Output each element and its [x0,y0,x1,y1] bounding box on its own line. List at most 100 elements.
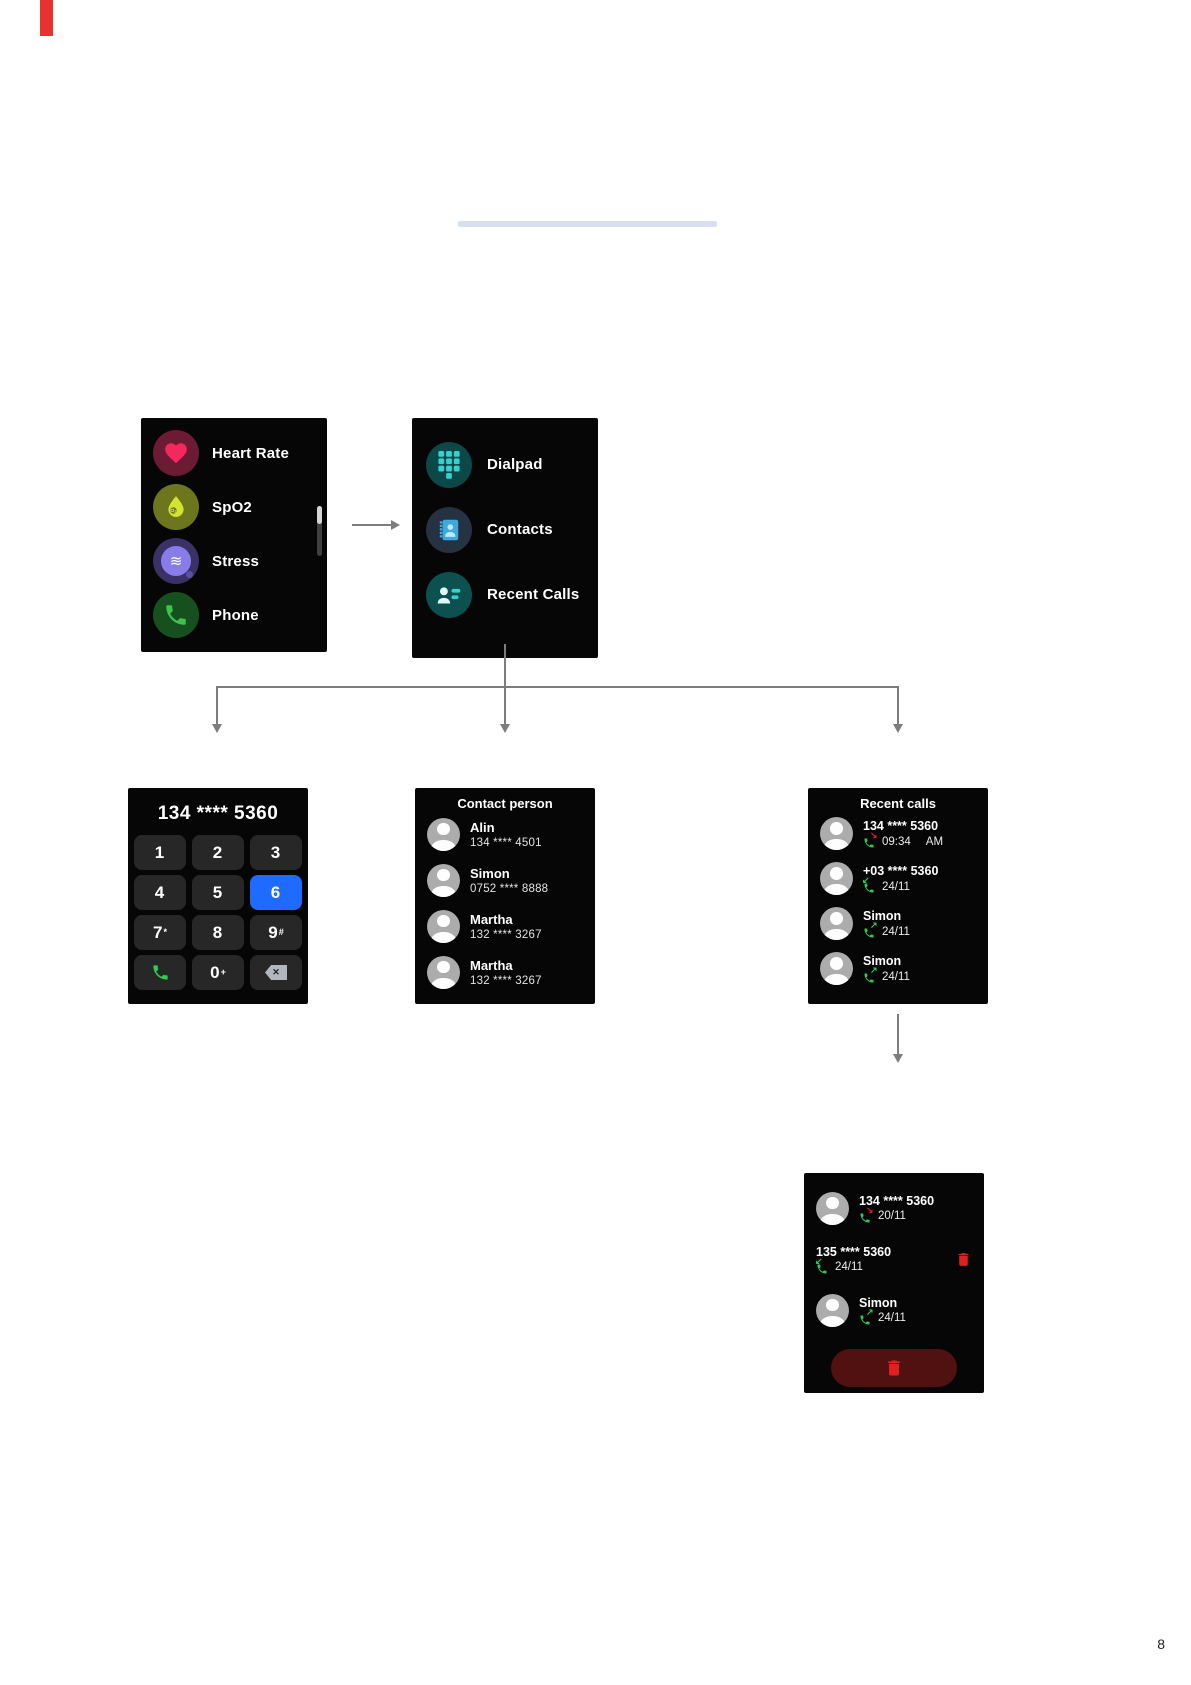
menu-item-contacts[interactable]: Contacts [412,497,598,562]
flow-arrowhead [500,724,510,733]
flow-arrowhead [893,1054,903,1063]
recent-call-row[interactable]: Simon ↗24/11 [808,946,988,991]
flow-line [897,686,899,726]
dialed-number-display: 134 **** 5360 [157,803,279,824]
screen-title: Contact person [457,796,553,811]
missed-call-icon: ↘ [859,1205,874,1223]
menu-item-phone[interactable]: Phone [141,588,327,642]
call-label: 134 **** 5360 [859,1193,935,1208]
call-time: 20/11 [878,1210,906,1222]
watch-screen-phone-menu: Dialpad Contacts Recent Calls [412,418,598,658]
dialpad-key-6-highlighted[interactable]: 6 [250,875,302,910]
call-label: Simon [859,1295,898,1310]
contact-name: Martha [470,957,513,973]
menu-item-heart-rate[interactable]: Heart Rate [141,426,327,480]
call-label: Simon [863,954,902,968]
scrollbar-thumb[interactable] [317,506,322,524]
avatar [820,952,853,985]
scrollbar[interactable] [317,506,322,556]
watch-screen-main-menu: Heart Rate O₂ SpO2 ≋ Stress Phone [141,418,327,652]
avatar [427,955,460,989]
flow-line [504,644,506,688]
outgoing-call-icon: ↗ [859,1307,874,1325]
menu-item-stress[interactable]: ≋ Stress [141,534,327,588]
flow-arrowhead [391,520,400,530]
menu-item-label: Contacts [487,521,553,538]
avatar [820,907,853,940]
watch-screen-delete-calls: 134 **** 5360 ↘ 20/11 135 **** 5360 ↙24/1… [804,1173,984,1393]
dialpad-call-key[interactable] [134,955,186,990]
dialpad-key-7[interactable]: 7* [134,915,186,950]
menu-item-dialpad[interactable]: Dialpad [412,432,598,497]
watch-screen-dialpad: 134 **** 5360 1 2 3 4 5 6 7* 8 9# 0+ ✕ [128,788,308,1004]
header-divider-line [458,221,717,227]
dial-keypad: 1 2 3 4 5 6 7* 8 9# 0+ ✕ [128,835,308,990]
outgoing-call-icon: ↗ [863,921,878,938]
call-label: 134 **** 5360 [863,819,939,833]
call-label: 135 **** 5360 [816,1244,892,1259]
menu-item-label: Heart Rate [212,444,290,462]
dialpad-key-9[interactable]: 9# [250,915,302,950]
outgoing-call-icon: ↗ [863,966,878,983]
menu-item-label: Stress [212,552,260,570]
dialpad-key-3[interactable]: 3 [250,835,302,870]
recent-call-row[interactable]: +03 **** 5360 ↙24/11 [808,856,988,901]
call-label: +03 **** 5360 [863,864,939,878]
call-time: 24/11 [878,1312,906,1324]
dialpad-key-5[interactable]: 5 [192,875,244,910]
dialpad-key-0[interactable]: 0+ [192,955,244,990]
dialpad-icon [426,441,472,488]
call-time: 24/11 [835,1261,863,1273]
recent-call-row-swiped[interactable]: 135 **** 5360 ↙24/11 [804,1233,984,1285]
recent-call-row[interactable]: 134 **** 5360 ↘ 20/11 [804,1183,984,1233]
flow-arrow-line [352,524,392,526]
menu-item-label: Recent Calls [487,586,580,603]
call-icon [152,965,168,980]
missed-call-icon: ↘ [863,831,878,848]
flow-line [216,686,899,688]
page-number: 8 [1157,1636,1165,1652]
call-label: Simon [863,909,902,923]
phone-icon [153,592,199,638]
avatar [427,817,460,851]
dialpad-key-1[interactable]: 1 [134,835,186,870]
avatar [820,862,853,895]
call-time: 24/11 [882,925,910,938]
contacts-icon [426,506,472,553]
dialpad-key-8[interactable]: 8 [192,915,244,950]
heart-rate-icon [153,430,199,476]
flow-line [216,686,218,726]
recent-call-row[interactable]: Simon ↗ 24/11 [808,901,988,946]
menu-item-spo2[interactable]: O₂ SpO2 [141,480,327,534]
avatar [820,817,853,850]
menu-item-label: SpO2 [212,498,252,516]
flow-line [897,1014,899,1056]
contact-name: Simon [470,865,510,881]
contact-number: 132 **** 3267 [470,928,542,941]
delete-all-button[interactable] [831,1349,957,1387]
recent-call-row[interactable]: Simon ↗ 24/11 [804,1285,984,1335]
flow-line [504,686,506,726]
dialpad-key-4[interactable]: 4 [134,875,186,910]
stress-waves-glyph: ≋ [161,546,191,576]
incoming-call-icon: ↙ [862,876,877,893]
menu-item-recent-calls[interactable]: Recent Calls [412,562,598,627]
stress-icon: ≋ [153,538,199,584]
dialpad-key-2[interactable]: 2 [192,835,244,870]
avatar [816,1191,849,1225]
menu-item-label: Dialpad [487,456,543,473]
delete-entry-icon[interactable] [955,1251,972,1268]
dialpad-backspace-key[interactable]: ✕ [250,955,302,990]
recent-calls-icon [426,571,472,618]
call-meridiem: AM [925,835,944,848]
flow-arrowhead [212,724,222,733]
stress-dot [186,571,193,578]
